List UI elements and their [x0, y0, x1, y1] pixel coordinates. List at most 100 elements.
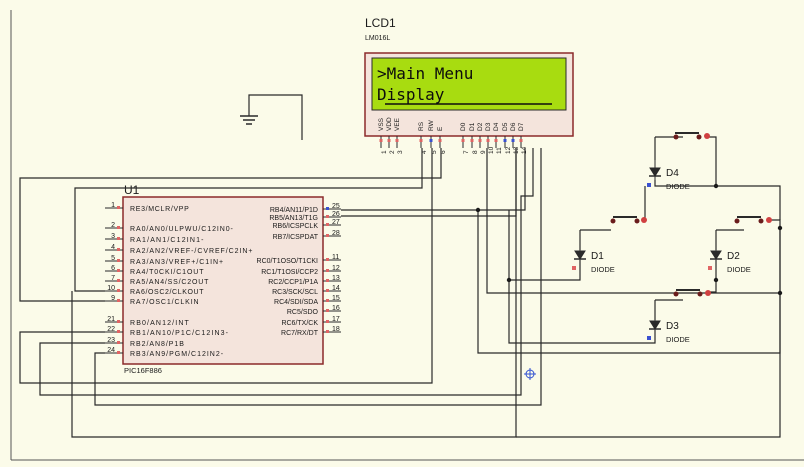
lcd-pin-number: 6	[440, 150, 447, 154]
mcu-pin-number: 21	[107, 316, 115, 323]
lcd-pin-label: D2	[477, 122, 484, 131]
lcd-pin-label: VSS	[378, 117, 385, 131]
mcu-pin-number: 10	[107, 285, 115, 292]
mcu-pin-label: RC5/SDO	[287, 309, 319, 316]
mcu-pin-number: 18	[332, 326, 340, 333]
mcu-pin-number: 14	[332, 285, 340, 292]
diode-reference: D4	[666, 168, 679, 179]
diode-type: DIODE	[666, 182, 690, 191]
mcu-pin-label: RA0/AN0/ULPWU/C12IN0-	[130, 226, 234, 233]
mcu-pin-number: 23	[107, 337, 115, 344]
lcd-line-2: Display	[377, 85, 445, 104]
lcd-pin-number: 9	[480, 150, 487, 154]
lcd-pin-number: 4	[421, 150, 428, 154]
mcu-pin-marker	[326, 309, 329, 312]
lcd-pin-number: 2	[389, 150, 396, 154]
lcd-pin-label: VEE	[394, 117, 401, 131]
mcu-pin-label: RC0/T1OSO/T1CKI	[257, 258, 319, 265]
mcu-pins: 1RE3/MCLR/VPP2RA0/AN0/ULPWU/C12IN0-3RA1/…	[105, 202, 341, 358]
junctions	[475, 183, 783, 296]
lcd-pin-number: 11	[496, 147, 503, 154]
diode-reference: D3	[666, 321, 679, 332]
mcu-pin-number: 4	[111, 244, 115, 251]
lcd-pin-marker	[461, 139, 465, 142]
mcu-pin-number: 9	[111, 295, 115, 302]
mcu-pin-label: RB6/ICSPCLK	[272, 223, 318, 230]
mcu-pin-number: 22	[107, 326, 115, 333]
lcd-module[interactable]: LCD1 LM016L >Main Menu Display VSS1VDD2V…	[364, 16, 574, 154]
push-button-4[interactable]	[673, 289, 712, 297]
lcd-pin-label: E	[437, 126, 444, 131]
mcu-model: PIC16F886	[124, 366, 162, 375]
diode-reference: D1	[591, 251, 604, 262]
mcu-pin-marker	[117, 279, 120, 282]
mcu-pin-marker	[326, 279, 329, 282]
mcu-pin-marker	[117, 206, 120, 209]
mcu-pin-marker	[117, 259, 120, 262]
ground-symbol[interactable]	[240, 94, 303, 140]
mcu-pin-label: RA2/AN2/VREF-/CVREF/C2IN+	[130, 248, 253, 255]
mcu-pin-label: RA6/OSC2/CLKOUT	[130, 289, 204, 296]
lcd-pin-label: RS	[418, 121, 425, 131]
mcu-pin-label: RA5/AN4/SS/C2OUT	[130, 279, 209, 286]
mcu-pin-marker	[326, 320, 329, 323]
lcd-pin-number: 10	[488, 146, 495, 154]
microcontroller[interactable]: U1 PIC16F886 1RE3/MCLR/VPP2RA0/AN0/ULPWU…	[105, 183, 341, 375]
lcd-pin-label: RW	[428, 119, 435, 131]
mcu-pin-number: 25	[332, 203, 340, 210]
mcu-pin-number: 11	[332, 254, 339, 261]
mcu-pin-marker	[117, 351, 120, 354]
mcu-pin-label: RC1/T1OSI/CCP2	[261, 269, 318, 276]
mcu-pin-number: 16	[332, 305, 340, 312]
mcu-pin-marker	[117, 341, 120, 344]
mcu-pin-label: RB3/AN9/PGM/C12IN2-	[130, 351, 224, 358]
mcu-body	[122, 196, 324, 365]
mcu-pin-number: 5	[111, 255, 115, 262]
mcu-pin-label: RC3/SCK/SCL	[272, 289, 318, 296]
push-button-3[interactable]	[734, 216, 773, 224]
mcu-pin-marker	[117, 299, 120, 302]
lcd-pin-number: 12	[505, 146, 512, 154]
lcd-pin-marker	[470, 139, 474, 142]
lcd-pin-marker	[429, 139, 433, 142]
push-button-2[interactable]	[610, 216, 648, 224]
mcu-pin-label: RA7/OSC1/CLKIN	[130, 299, 199, 306]
mcu-pin-label: RC7/RX/DT	[281, 330, 319, 337]
lcd-pin-marker	[494, 139, 498, 142]
lcd-pin-marker	[438, 139, 442, 142]
diode-reference: D2	[727, 251, 740, 262]
mcu-pin-label: RB0/AN12/INT	[130, 320, 190, 327]
lcd-pin-marker	[419, 139, 423, 142]
lcd-pin-marker	[503, 139, 507, 142]
lcd-pin-marker	[395, 139, 399, 142]
push-button-1[interactable]	[673, 132, 711, 140]
mcu-pin-number: 17	[332, 316, 340, 323]
mcu-pin-marker	[117, 237, 120, 240]
mcu-pin-label: RB1/AN10/P1C/C12IN3-	[130, 330, 229, 337]
mcu-pin-marker	[117, 289, 120, 292]
probe-crosshair-icon[interactable]	[524, 368, 536, 380]
lcd-pin-marker	[511, 139, 515, 142]
lcd-pin-label: D1	[469, 122, 476, 131]
mcu-pin-number: 12	[332, 265, 340, 272]
lcd-pin-label: D7	[518, 122, 525, 131]
lcd-pin-label: VDD	[386, 117, 393, 131]
mcu-reference: U1	[124, 183, 140, 197]
mcu-pin-marker	[326, 215, 329, 218]
mcu-pin-label: RC2/CCP1/P1A	[268, 279, 318, 286]
lcd-pin-marker	[519, 139, 523, 142]
mcu-pin-marker	[326, 269, 329, 272]
lcd-pin-number: 8	[472, 150, 479, 154]
lcd-pin-label: D0	[460, 122, 467, 131]
lcd-pin-label: D5	[502, 122, 509, 131]
mcu-pin-marker	[326, 223, 329, 226]
lcd-pin-number: 5	[431, 150, 438, 154]
mcu-pin-label: RB7/ICSPDAT	[273, 234, 319, 241]
mcu-pin-marker	[117, 269, 120, 272]
